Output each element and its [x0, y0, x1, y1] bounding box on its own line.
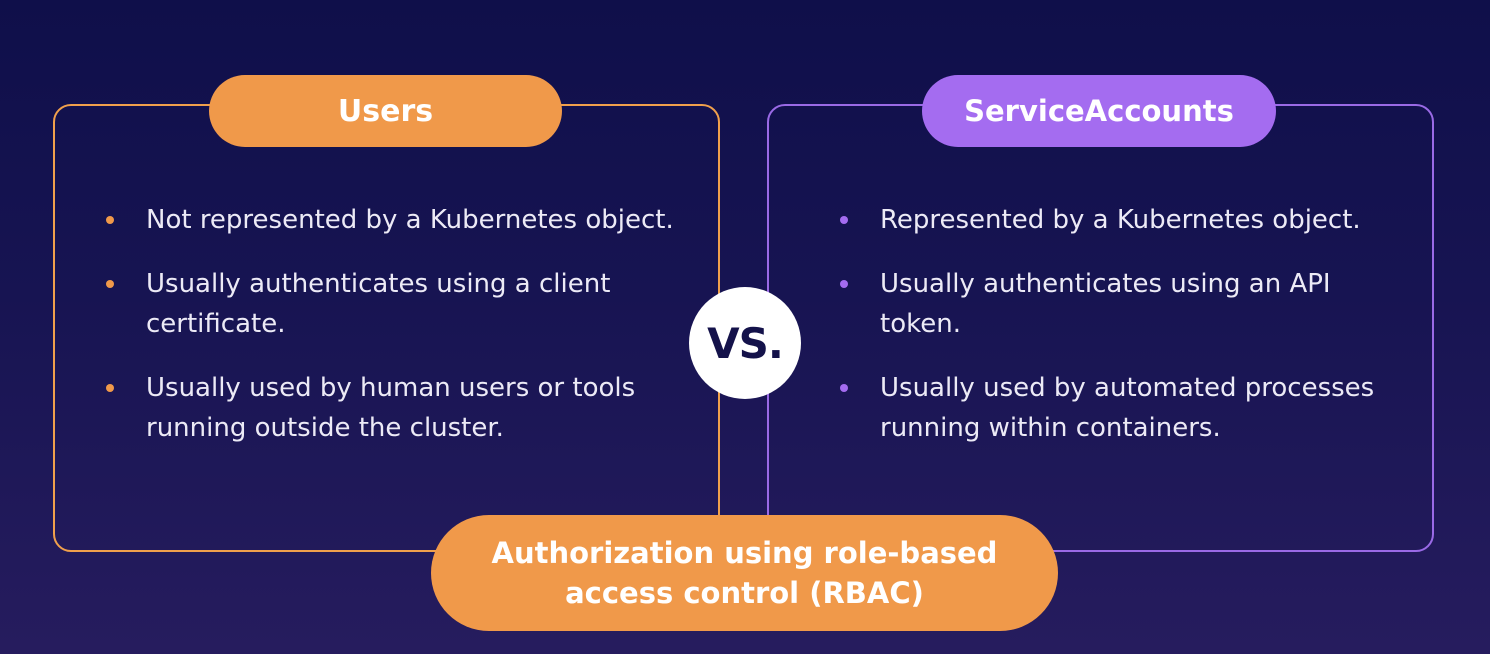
- list-item-text: Represented by a Kubernetes object.: [880, 205, 1361, 235]
- list-item-text: Usually authenticates using a client cer…: [146, 269, 611, 339]
- list-item: Usually used by human users or tools run…: [103, 368, 683, 448]
- bullet-dot-icon: [106, 384, 114, 392]
- bullet-dot-icon: [840, 384, 848, 392]
- list-item: Usually authenticates using a client cer…: [103, 264, 683, 344]
- service-accounts-list: Represented by a Kubernetes object. Usua…: [837, 200, 1417, 472]
- list-item-text: Usually used by automated processes runn…: [880, 373, 1375, 443]
- bullet-dot-icon: [840, 216, 848, 224]
- users-title: Users: [209, 75, 562, 147]
- bullet-dot-icon: [106, 280, 114, 288]
- vs-badge: VS.: [689, 287, 801, 399]
- list-item-text: Usually authenticates using an API token…: [880, 269, 1331, 339]
- bullet-dot-icon: [840, 280, 848, 288]
- users-list: Not represented by a Kubernetes object. …: [103, 200, 683, 472]
- list-item: Not represented by a Kubernetes object.: [103, 200, 683, 240]
- list-item: Represented by a Kubernetes object.: [837, 200, 1417, 240]
- service-accounts-title: ServiceAccounts: [922, 75, 1276, 147]
- bullet-dot-icon: [106, 216, 114, 224]
- list-item-text: Not represented by a Kubernetes object.: [146, 205, 674, 235]
- list-item: Usually authenticates using an API token…: [837, 264, 1417, 344]
- list-item-text: Usually used by human users or tools run…: [146, 373, 636, 443]
- rbac-banner: Authorization using role-based access co…: [431, 515, 1058, 631]
- list-item: Usually used by automated processes runn…: [837, 368, 1417, 448]
